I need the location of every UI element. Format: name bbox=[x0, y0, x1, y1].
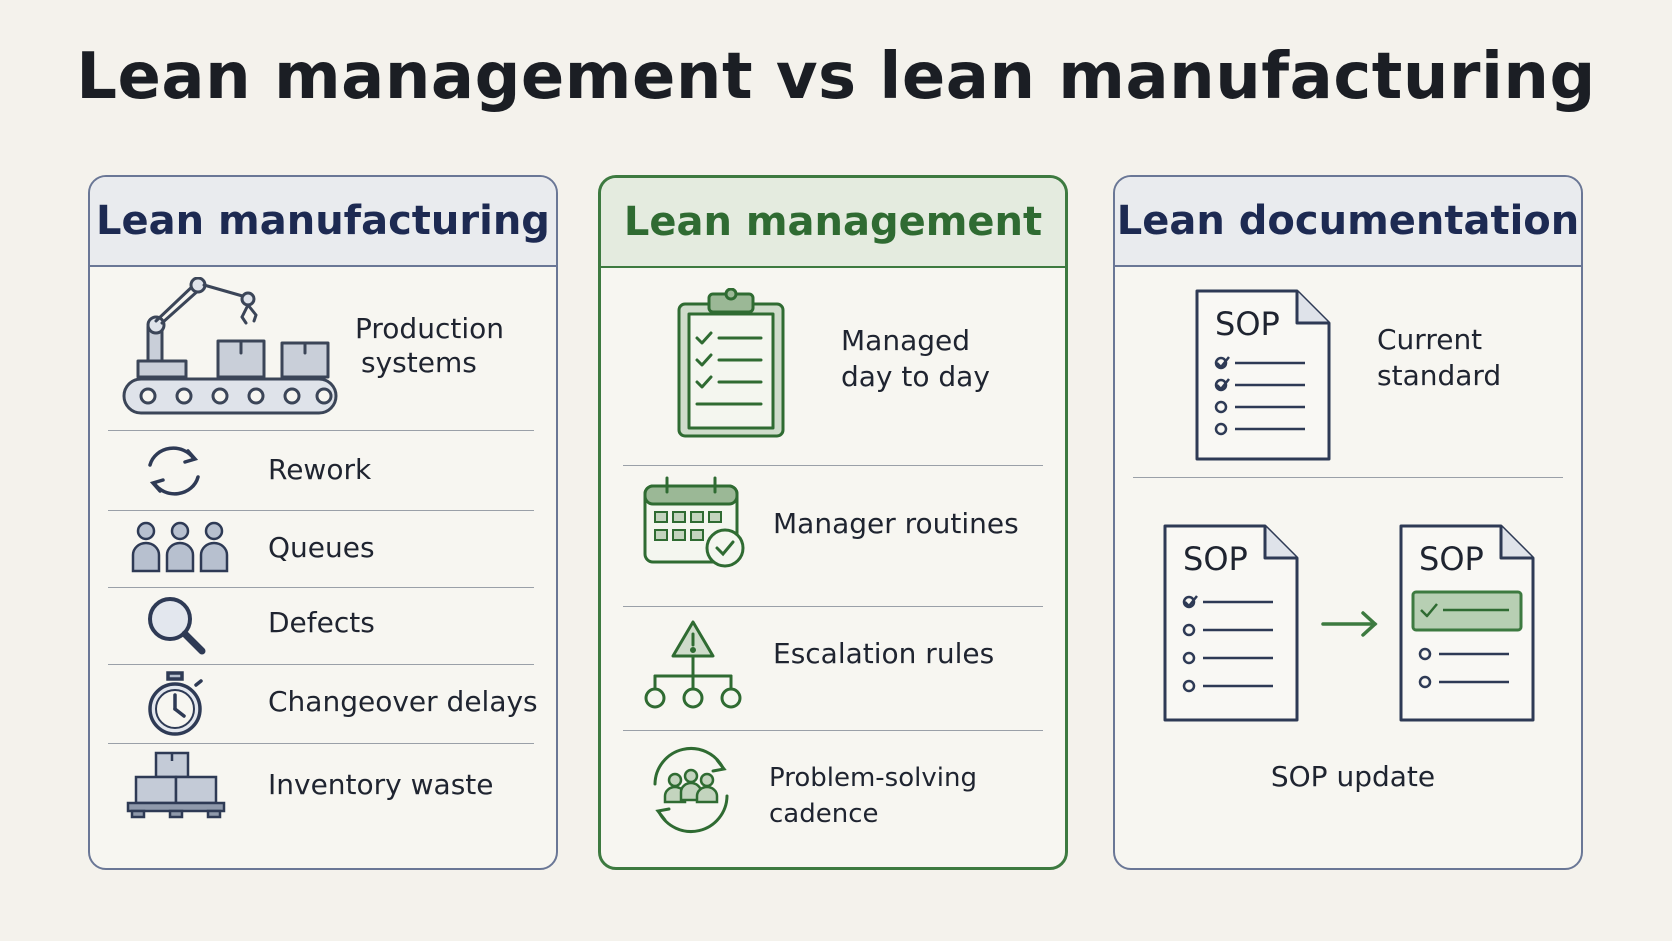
warning-hierarchy-icon bbox=[643, 618, 747, 718]
boxes-pallet-icon bbox=[126, 749, 226, 823]
item-label-rework: Rework bbox=[268, 453, 372, 486]
new-sop-title: SOP bbox=[1419, 540, 1484, 578]
label-line-1: Managed bbox=[841, 324, 970, 357]
divider bbox=[623, 465, 1043, 466]
label-line-1: Current bbox=[1377, 323, 1483, 356]
item-label-escalation-rules: Escalation rules bbox=[773, 637, 995, 670]
item-label-problem-solving-cadence: Problem-solving cadence bbox=[769, 763, 977, 829]
clipboard-checklist-icon bbox=[675, 287, 787, 444]
item-label-defects: Defects bbox=[268, 606, 375, 639]
robot-arm-conveyor-icon bbox=[118, 276, 348, 431]
sop-update-label: SOP update bbox=[1270, 760, 1436, 793]
old-sop-title: SOP bbox=[1183, 540, 1248, 578]
magnifier-icon bbox=[144, 593, 212, 661]
divider bbox=[1133, 477, 1563, 478]
top-item-label: Current standard bbox=[1377, 322, 1581, 394]
item-label-queues: Queues bbox=[268, 531, 375, 564]
divider bbox=[108, 430, 534, 431]
top-item-label: Production systems bbox=[355, 312, 556, 380]
divider bbox=[108, 664, 534, 665]
divider bbox=[623, 606, 1043, 607]
panel-lean-manufacturing: Lean manufacturing bbox=[88, 175, 558, 870]
panel-header: Lean manufacturing bbox=[90, 177, 556, 267]
label-line-2: day to day bbox=[841, 360, 990, 393]
rework-cycle-icon bbox=[138, 441, 210, 505]
page-title: Lean management vs lean manufacturing bbox=[76, 40, 1596, 114]
divider bbox=[108, 510, 534, 511]
stopwatch-icon bbox=[144, 671, 208, 741]
sop-document-old-icon: SOP bbox=[1161, 522, 1301, 726]
item-label-inventory-waste: Inventory waste bbox=[268, 768, 494, 801]
panel-lean-documentation: Lean documentation SOP Current standard bbox=[1113, 175, 1583, 870]
calendar-check-icon bbox=[641, 474, 751, 574]
sop-document-icon: SOP bbox=[1193, 287, 1333, 467]
item-label-changeover-delays: Changeover delays bbox=[268, 685, 538, 718]
top-item-label: Managed day to day bbox=[841, 323, 1065, 395]
divider bbox=[108, 743, 534, 744]
sop-doc-title: SOP bbox=[1215, 305, 1280, 343]
sop-document-new-icon: SOP bbox=[1397, 522, 1537, 726]
panel-lean-management: Lean management Managed day to day bbox=[598, 175, 1068, 870]
arrow-right-icon bbox=[1321, 609, 1381, 643]
divider bbox=[108, 587, 534, 588]
item-label-manager-routines: Manager routines bbox=[773, 507, 1019, 540]
people-queue-icon bbox=[130, 519, 230, 579]
label-line-2: standard bbox=[1377, 359, 1502, 392]
label-line-1: Production bbox=[355, 312, 504, 345]
divider bbox=[623, 730, 1043, 731]
label-line-2: systems bbox=[361, 346, 477, 379]
panel-header: Lean documentation bbox=[1115, 177, 1581, 267]
panel-header: Lean management bbox=[601, 178, 1065, 268]
team-cycle-icon bbox=[639, 740, 743, 844]
